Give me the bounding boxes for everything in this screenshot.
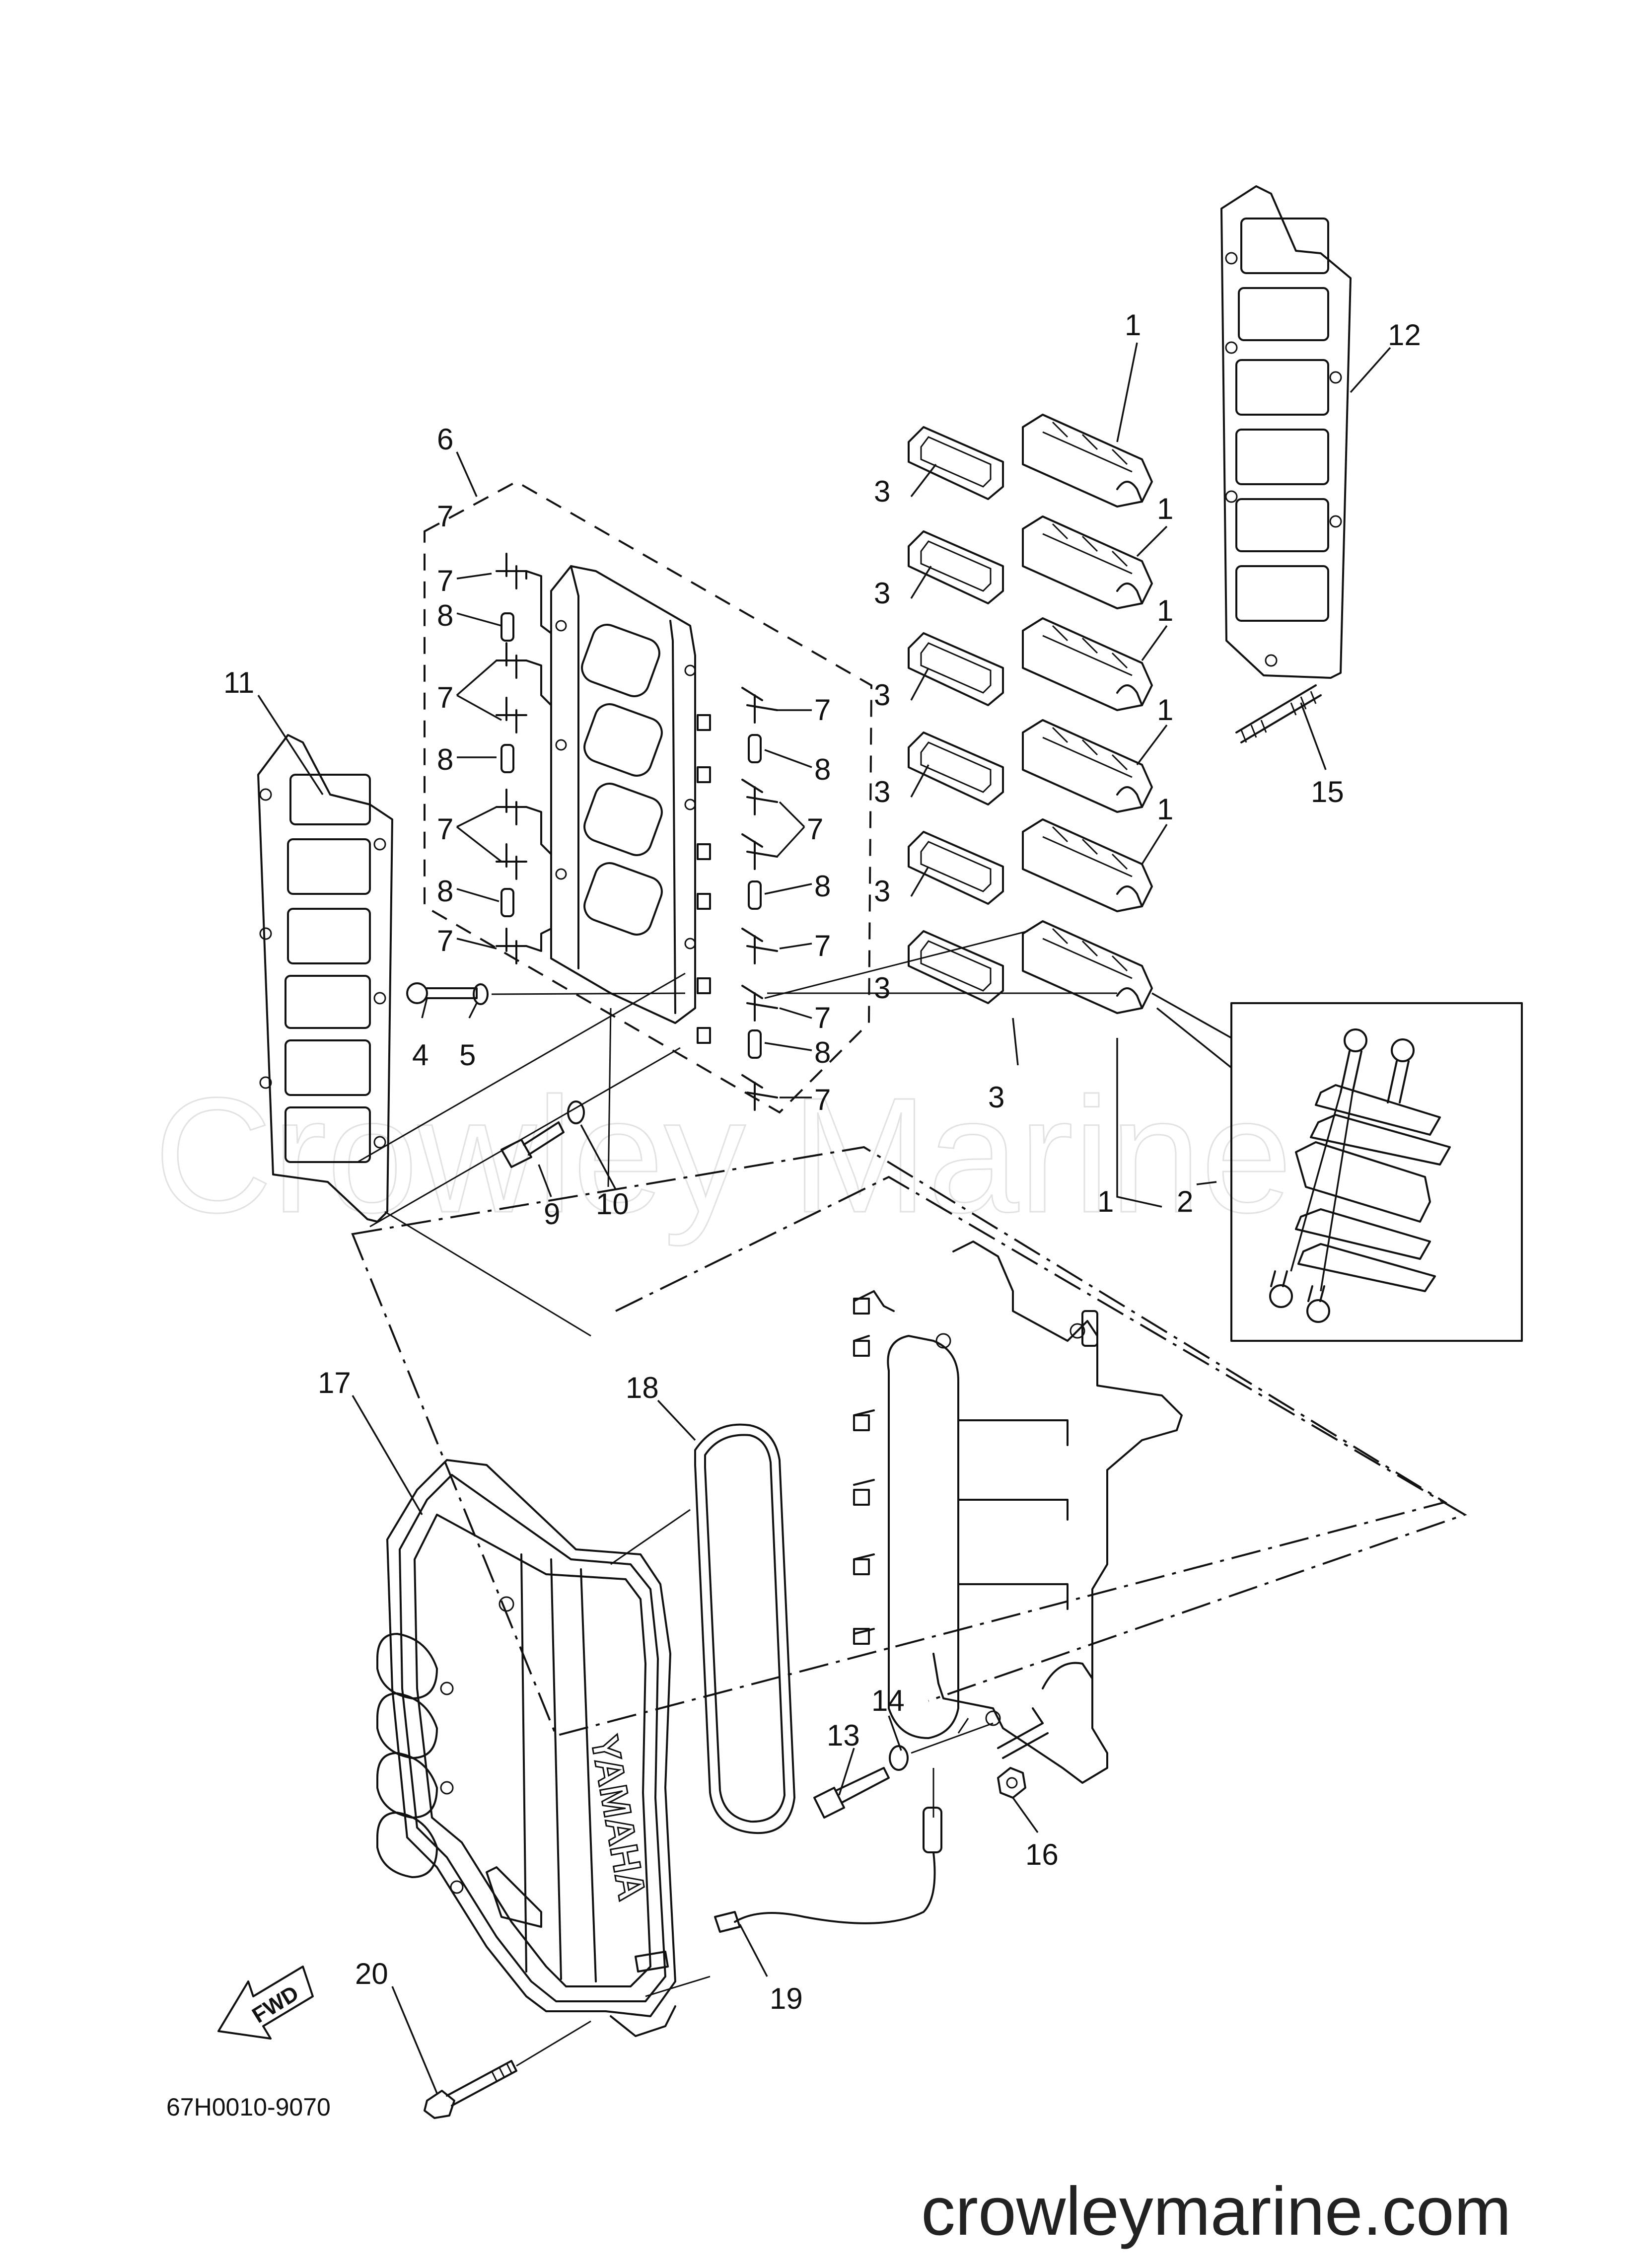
callout-13: 13	[827, 1719, 860, 1752]
callout-7: 7	[437, 924, 453, 957]
callout-20: 20	[355, 1957, 388, 1990]
callout-9: 9	[544, 1197, 560, 1231]
callout-8: 8	[814, 870, 831, 903]
bolt-4	[406, 982, 478, 1004]
callout-17: 17	[318, 1366, 351, 1399]
callout-7: 7	[437, 564, 453, 597]
callout-7: 7	[807, 812, 823, 846]
gasket-12	[1220, 185, 1352, 679]
callout-7: 7	[814, 693, 831, 727]
hoses-8-right	[748, 734, 762, 1059]
callout-7: 7	[437, 500, 453, 533]
callout-7: 7	[814, 929, 831, 962]
reed-valves-1	[1022, 414, 1153, 1014]
alignment-lines-upper	[491, 930, 1117, 999]
callout-8: 8	[437, 875, 453, 908]
callout-3: 3	[874, 971, 890, 1005]
callout-16: 16	[1025, 1838, 1059, 1871]
callout-8: 8	[814, 1036, 831, 1069]
callout-5: 5	[459, 1038, 476, 1072]
callout-8: 8	[437, 599, 453, 632]
bolt-13	[813, 1767, 890, 1819]
callout-3: 3	[874, 678, 890, 712]
callout-7: 7	[814, 1083, 831, 1116]
washer-5	[473, 983, 489, 1005]
callout-3: 3	[988, 1081, 1004, 1114]
callout-7: 7	[814, 1001, 831, 1034]
stud-15	[1235, 684, 1322, 743]
callout-1: 1	[1157, 594, 1173, 627]
callout-8: 8	[437, 743, 453, 776]
callout-leaders	[257, 342, 1391, 2094]
crankcase-face	[853, 1241, 1183, 1784]
inset-detail-box	[1230, 1002, 1523, 1342]
diagram-code: 67H0010-9070	[166, 2093, 331, 2121]
callout-7: 7	[437, 812, 453, 846]
callout-1: 1	[1125, 308, 1141, 342]
hose-19	[714, 1807, 942, 1933]
mounting-plane-lower	[615, 1175, 1467, 1702]
hoses-8-left	[500, 612, 514, 917]
hardware-leader-lines	[911, 1718, 994, 1818]
callout-1: 1	[1157, 693, 1173, 727]
callout-3: 3	[874, 475, 890, 508]
callout-4: 4	[412, 1038, 428, 1072]
callout-15: 15	[1311, 775, 1344, 808]
callout-1: 1	[1097, 1185, 1114, 1218]
callout-1: 1	[1157, 793, 1173, 826]
callout-7: 7	[437, 681, 453, 714]
bolt-20	[424, 2060, 517, 2119]
reed-valve-body	[550, 565, 711, 1044]
inset-pointer-lines	[1151, 992, 1232, 1069]
alignment-lines-lower	[357, 972, 686, 1337]
fittings-7-left	[496, 553, 552, 964]
callout-3: 3	[874, 875, 890, 908]
stud-small	[997, 1722, 1049, 1759]
fwd-direction-arrow: FWD	[217, 1966, 314, 2040]
reed-gaskets-3	[908, 426, 1004, 1004]
callout-19: 19	[770, 1982, 803, 2015]
callout-12: 12	[1388, 318, 1421, 352]
watermark: Crowley Marine	[154, 1063, 1292, 1247]
callout-14: 14	[871, 1684, 905, 1717]
callout-18: 18	[626, 1371, 659, 1404]
washer-14	[889, 1745, 909, 1771]
fittings-7-right	[741, 687, 778, 1111]
intake-cover-17: YAMAHA	[376, 1459, 676, 2037]
callout-1: 1	[1157, 492, 1173, 525]
o-ring-18	[694, 1423, 795, 1834]
callout-10: 10	[596, 1187, 629, 1221]
bolt-20-alignment-line	[516, 2020, 591, 2067]
callout-6: 6	[437, 423, 453, 456]
callout-2: 2	[1177, 1185, 1193, 1218]
cover-alignment-lines	[610, 1509, 711, 1997]
fwd-label: FWD	[248, 1981, 303, 2028]
callout-8: 8	[814, 753, 831, 786]
gasket-11	[257, 734, 393, 1223]
callout-11: 11	[223, 666, 254, 699]
callout-3: 3	[874, 775, 890, 808]
nut-16	[997, 1767, 1026, 1799]
site-url: crowleymarine.com	[921, 2173, 1511, 2250]
callout-labels: 1 1 1 1 1 1 2 3 3 3 3 3 3 3 4 5 6 7 7 7 …	[223, 308, 1421, 2015]
callout-3: 3	[874, 577, 890, 610]
